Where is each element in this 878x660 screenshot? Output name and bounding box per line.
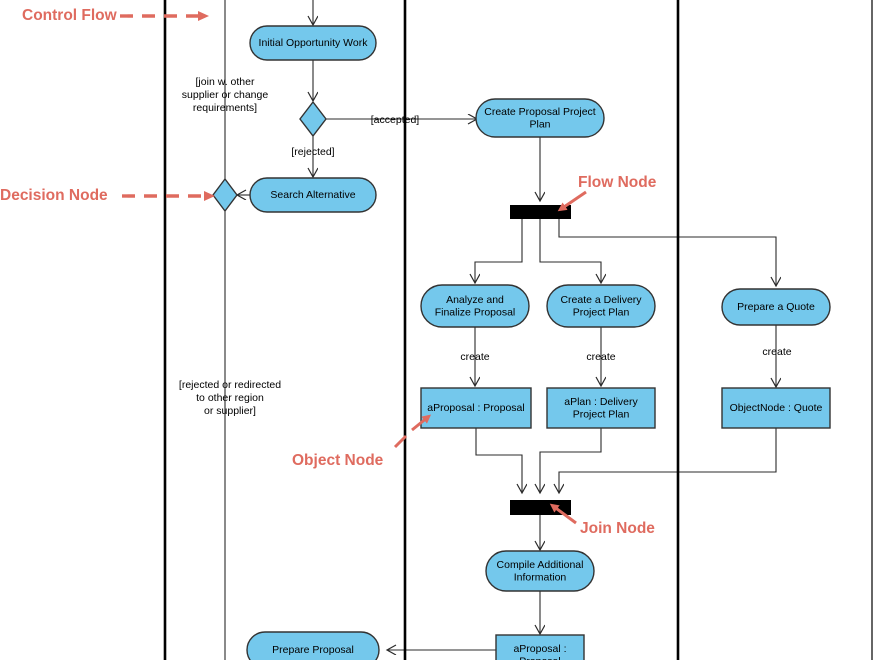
activity-node-prepare-a-quote[interactable]: Prepare a Quote bbox=[721, 288, 831, 326]
edge-label-create-label-1: create bbox=[460, 351, 489, 363]
flow-fork-to-analyze bbox=[475, 219, 523, 282]
decision-node-decision-merge-left[interactable] bbox=[212, 177, 238, 213]
object-node-shape bbox=[420, 387, 532, 429]
activity-label: Initial Opportunity Work bbox=[259, 37, 369, 49]
flow-objectnode-to-join bbox=[559, 428, 777, 492]
edge-label-guard-accepted: [accepted] bbox=[371, 114, 420, 126]
object-node-label: ObjectNode : Quote bbox=[730, 402, 823, 414]
annotation-label-control-flow: Control Flow bbox=[22, 7, 118, 24]
object-node-aproposal-proposal-1[interactable]: aProposal : Proposal bbox=[420, 387, 532, 429]
fork-bar-fork-node[interactable] bbox=[510, 205, 571, 219]
activity-shape bbox=[249, 177, 377, 213]
activity-node-search-alternative[interactable]: Search Alternative bbox=[249, 177, 377, 213]
edge-label-create-label-3: create bbox=[762, 346, 791, 358]
activity-shape bbox=[249, 25, 377, 61]
object-node-pointer-seg2 bbox=[411, 414, 432, 432]
flow-node-pointer bbox=[557, 190, 587, 212]
edge-label-guard-rejected: [rejected] bbox=[291, 146, 334, 158]
object-node-aproposal-proposal-2[interactable]: aProposal :Proposal bbox=[495, 634, 585, 660]
activity-shape bbox=[721, 288, 831, 326]
flow-fork-to-delivery-plan bbox=[539, 219, 601, 282]
activity-shape bbox=[420, 284, 530, 328]
annotation-label-decision-node: Decision Node bbox=[0, 187, 108, 204]
decision-nodes-group bbox=[212, 100, 327, 213]
object-node-shape bbox=[721, 387, 831, 429]
annotation-label-object-node: Object Node bbox=[292, 452, 384, 469]
decision-node-decision-accept-reject[interactable] bbox=[299, 100, 327, 138]
object-node-shape bbox=[495, 634, 585, 660]
activity-node-prepare-proposal[interactable]: Prepare Proposal bbox=[246, 631, 380, 660]
flow-aproposal-to-join bbox=[475, 428, 522, 492]
flow-aplan-to-join bbox=[540, 428, 602, 492]
activity-label: Prepare Proposal bbox=[272, 644, 354, 656]
object-node-pointer-seg1 bbox=[393, 434, 408, 449]
object-node-label: aProposal : Proposal bbox=[427, 402, 524, 414]
annotation-label-flow-node: Flow Node bbox=[578, 174, 657, 191]
activity-label: Prepare a Quote bbox=[737, 301, 815, 313]
flow-fork-to-prepare-quote bbox=[558, 219, 776, 285]
activity-shape bbox=[475, 98, 605, 138]
object-node-objectnode-quote[interactable]: ObjectNode : Quote bbox=[721, 387, 831, 429]
edge-label-create-label-2: create bbox=[586, 351, 615, 363]
annotation-label-join-node: Join Node bbox=[580, 520, 655, 537]
activity-shape bbox=[546, 284, 656, 328]
activity-shape bbox=[485, 550, 595, 592]
activity-shape bbox=[246, 631, 380, 660]
object-node-shape bbox=[546, 387, 656, 429]
object-node-label: aProposal :Proposal bbox=[513, 643, 566, 660]
join-node-pointer bbox=[549, 503, 577, 525]
activity-label: Search Alternative bbox=[270, 189, 355, 201]
activity-node-initial-opportunity-work[interactable]: Initial Opportunity Work bbox=[249, 25, 377, 61]
